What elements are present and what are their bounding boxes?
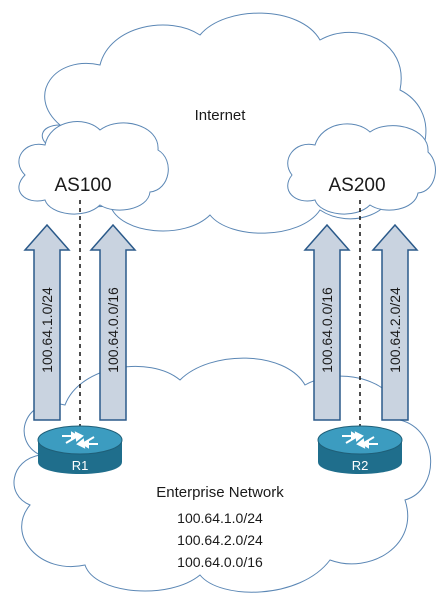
as200-label: AS200	[328, 175, 385, 196]
arrow-as200-aggregate: 100.64.0.0/16	[303, 223, 351, 421]
arrow-as100-aggregate-label: 100.64.0.0/16	[105, 287, 121, 373]
as100-label: AS100	[54, 175, 111, 196]
arrow-as200-aggregate-label: 100.64.0.0/16	[319, 287, 335, 373]
internet-label: Internet	[195, 107, 247, 124]
router-r1-arrows-icon	[62, 431, 98, 449]
enterprise-label: Enterprise Network	[156, 484, 284, 501]
router-r1: R1	[37, 425, 123, 474]
router-r2-arrows-icon	[342, 431, 378, 449]
as200-cloud	[287, 123, 436, 215]
arrow-as100-aggregate: 100.64.0.0/16	[89, 223, 137, 421]
arrow-as100-specific-label: 100.64.1.0/24	[39, 287, 55, 373]
arrow-as200-specific: 100.64.2.0/24	[371, 223, 419, 421]
as100-cloud	[18, 121, 169, 215]
enterprise-prefix-1: 100.64.1.0/24	[177, 510, 263, 526]
router-r2-label: R2	[352, 458, 369, 473]
router-r2: R2	[317, 425, 403, 474]
router-r1-label: R1	[72, 458, 89, 473]
enterprise-prefix-3: 100.64.0.0/16	[177, 554, 263, 570]
arrow-as200-specific-label: 100.64.2.0/24	[387, 287, 403, 373]
enterprise-prefix-2: 100.64.2.0/24	[177, 532, 263, 548]
arrow-as100-specific: 100.64.1.0/24	[23, 223, 71, 421]
